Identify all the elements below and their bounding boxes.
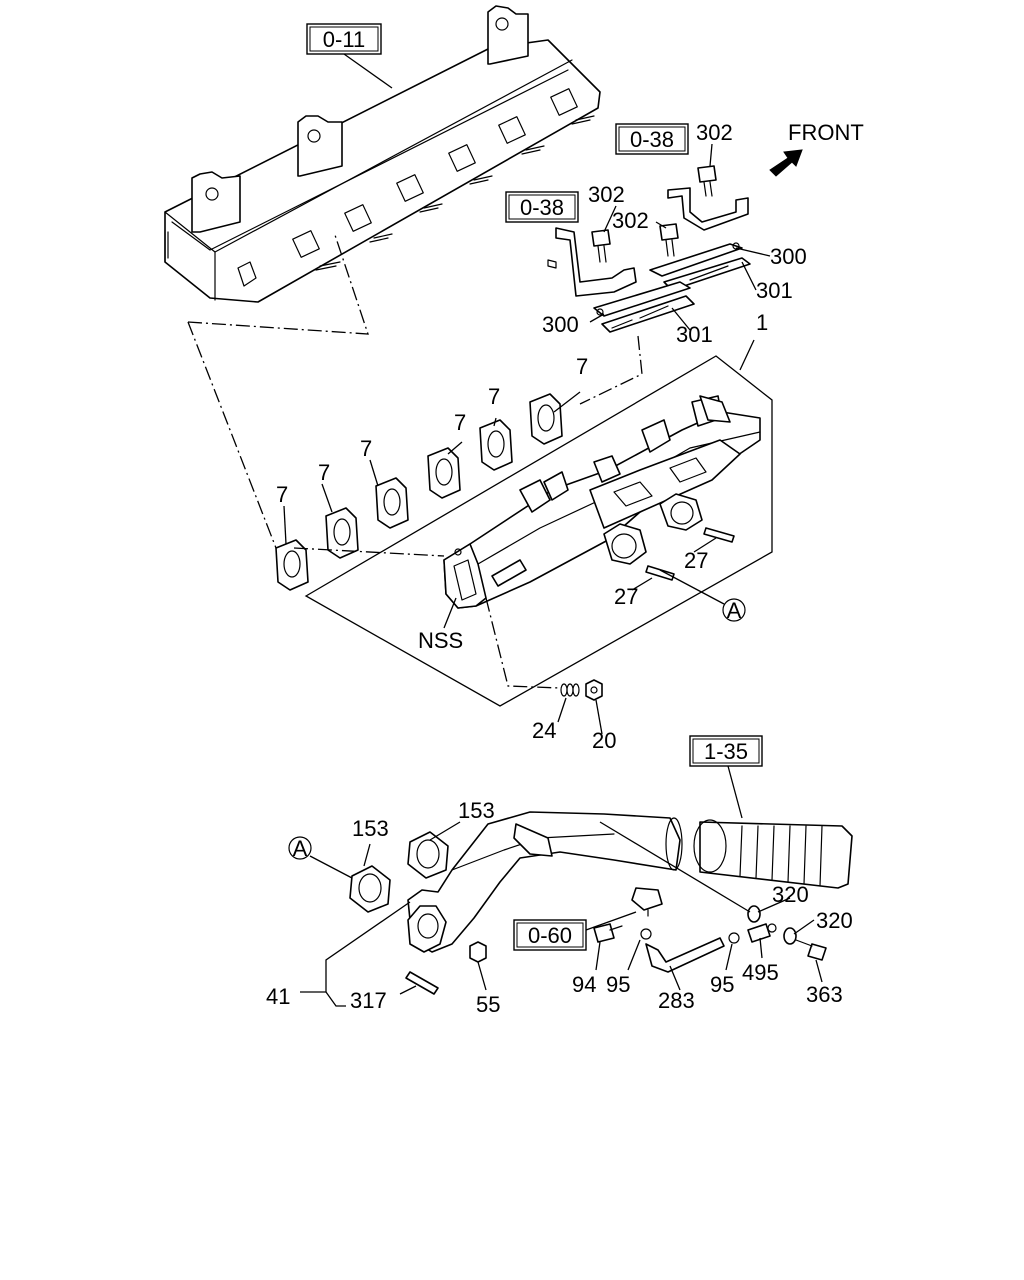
- label-300-b: 300: [542, 312, 579, 337]
- svg-text:0-11: 0-11: [323, 27, 365, 52]
- stud-27-b: [645, 565, 675, 581]
- manifold-gasket-6: [529, 393, 563, 445]
- gasket-153-a: [349, 865, 391, 913]
- bolt-302-b: [591, 229, 611, 263]
- label-24: 24: [532, 718, 556, 743]
- cylinder-head: [164, 5, 601, 303]
- svg-text:A: A: [727, 598, 742, 623]
- label-nss: NSS: [418, 628, 463, 653]
- label-gasket-7-a: 7: [576, 354, 588, 379]
- label-gasket-7-e: 7: [318, 460, 330, 485]
- ref-box-0-38-upper: 0-38: [615, 123, 689, 155]
- sensor-mount: [631, 887, 663, 917]
- gasket-153-b: [407, 831, 449, 879]
- svg-text:0-38: 0-38: [520, 195, 564, 220]
- label-302-b: 302: [588, 182, 625, 207]
- stud-317: [405, 971, 439, 995]
- spring-washer-24: [560, 683, 580, 697]
- manifold-gasket-5: [479, 419, 513, 471]
- hose-283: [645, 937, 725, 973]
- clamp-95-a: [640, 928, 652, 940]
- label-302-a: 302: [696, 120, 733, 145]
- svg-text:0-38: 0-38: [630, 127, 674, 152]
- label-300-a: 300: [770, 244, 807, 269]
- ref-box-0-11: 0-11: [306, 23, 382, 55]
- gasket-301-lower: [601, 295, 695, 333]
- front-arrow-icon: [769, 149, 803, 177]
- nut-55: [469, 941, 487, 963]
- label-320-a: 320: [772, 882, 809, 907]
- nut-20: [585, 679, 603, 701]
- fitting-495: [747, 923, 777, 943]
- label-363: 363: [806, 982, 843, 1007]
- bolt-94: [593, 923, 623, 943]
- bracket-upper: [667, 187, 749, 231]
- label-1: 1: [756, 310, 768, 335]
- ref-box-0-60: 0-60: [513, 919, 587, 951]
- exhaust-pipe-41: [407, 811, 683, 953]
- label-41: 41: [266, 984, 290, 1009]
- clamp-95-b: [728, 932, 740, 944]
- label-153-a: 153: [458, 798, 495, 823]
- label-gasket-7-b: 7: [488, 384, 500, 409]
- gasket-300-lower: [593, 281, 691, 317]
- label-20: 20: [592, 728, 616, 753]
- label-320-b: 320: [816, 908, 853, 933]
- svg-text:0-60: 0-60: [528, 923, 572, 948]
- front-direction-indicator: FRONT: [769, 120, 864, 177]
- label-gasket-7-d: 7: [360, 436, 372, 461]
- label-495: 495: [742, 960, 779, 985]
- label-153-b: 153: [352, 816, 389, 841]
- label-27-a: 27: [684, 548, 708, 573]
- label-gasket-7-c: 7: [454, 410, 466, 435]
- manifold-gasket-3: [375, 477, 409, 529]
- label-95-a: 95: [606, 972, 630, 997]
- washer-320-a: [747, 905, 761, 923]
- label-95-b: 95: [710, 972, 734, 997]
- label-301-b: 301: [676, 322, 713, 347]
- label-283: 283: [658, 988, 695, 1013]
- callout-a-lower: A: [288, 836, 312, 861]
- label-317: 317: [350, 988, 387, 1013]
- ref-box-0-38-lower: 0-38: [505, 191, 579, 223]
- label-94: 94: [572, 972, 596, 997]
- svg-text:A: A: [293, 836, 308, 861]
- flexible-bellows: [693, 819, 853, 889]
- ref-box-1-35: 1-35: [689, 735, 763, 767]
- svg-text:FRONT: FRONT: [788, 120, 864, 145]
- bolt-363: [795, 939, 827, 961]
- label-55: 55: [476, 992, 500, 1017]
- callout-a-upper: A: [722, 598, 746, 623]
- manifold-gasket-4: [427, 447, 461, 499]
- label-301-a: 301: [756, 278, 793, 303]
- bolt-302-a: [697, 165, 717, 197]
- gasket-300-upper: [649, 242, 743, 277]
- svg-text:1-35: 1-35: [704, 739, 748, 764]
- label-gasket-7-f: 7: [276, 482, 288, 507]
- label-27-b: 27: [614, 584, 638, 609]
- manifold-gasket-1: [275, 539, 309, 591]
- bracket-lower: [547, 227, 637, 297]
- washer-320-b: [783, 927, 797, 945]
- exhaust-manifold: [304, 355, 773, 707]
- label-302-c: 302: [612, 208, 649, 233]
- bolt-302-c: [659, 223, 679, 257]
- stud-27-a: [703, 527, 735, 543]
